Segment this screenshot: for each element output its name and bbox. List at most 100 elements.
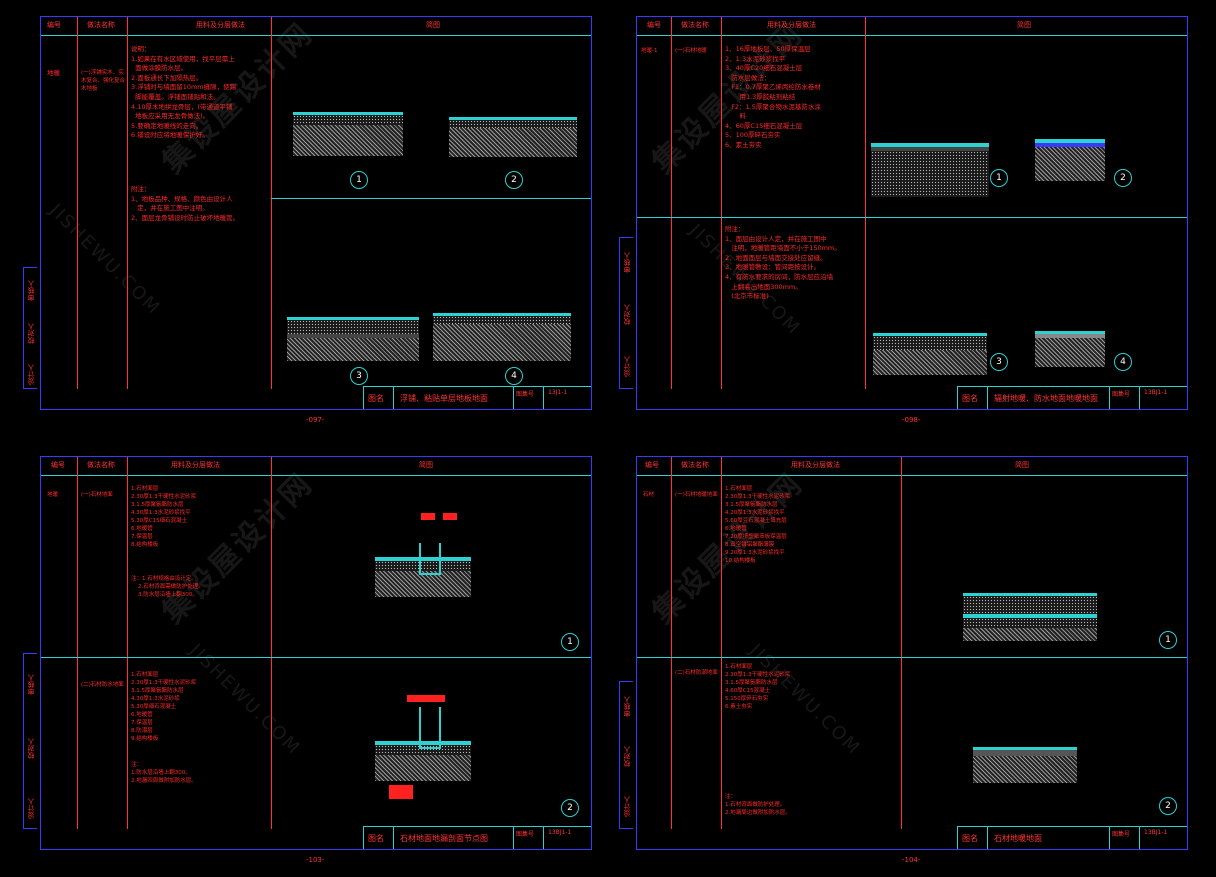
header-layers: 用料及分层做法 — [791, 461, 840, 469]
floor-section-diagram — [871, 143, 989, 197]
floor-section-diagram — [433, 313, 571, 361]
detail-marker-4: 4 — [1114, 353, 1132, 371]
title-label: 图名 — [363, 827, 393, 849]
floor-section-diagram — [1035, 331, 1105, 367]
side-label: 校对人 — [27, 323, 35, 344]
header-code: 编号 — [647, 21, 661, 29]
sheet-header: 编号 做法名称 用料及分层做法 简图 — [41, 17, 591, 36]
page-number: -098- — [902, 416, 921, 424]
atlas-number: 13J1-1 — [543, 387, 593, 409]
notes: 注：1.石材规格由设计定。 2.石材背面需做防护处理。 3.防水层沿墙上翻300… — [131, 576, 204, 598]
drain-cap-icon — [443, 513, 457, 520]
floor-section-diagram — [287, 317, 419, 361]
header-layers: 用料及分层做法 — [171, 461, 220, 469]
sheet-title: 石材地暖地面 — [987, 827, 1109, 849]
drain-icon — [419, 543, 441, 575]
atlas-label: 图集号 — [1109, 387, 1139, 409]
drain-cap-icon — [407, 695, 445, 702]
side-label: 设计人 — [27, 364, 35, 385]
title-block: 图名 石材地面地漏剖面节点图 图集号 13BJ1-1 — [363, 826, 591, 849]
sheet-header: 编号 做法名称 用料及分层做法 简图 — [41, 457, 591, 476]
side-label: 校对人 — [623, 304, 631, 325]
row-name: (一)石材地暖 — [675, 48, 707, 54]
side-label: 审核人 — [27, 674, 35, 695]
row-name: (一)石材地暖地面 — [675, 492, 718, 498]
header-name: 做法名称 — [87, 461, 115, 469]
drawing-sheet-104: 编号 做法名称 用料及分层做法 简图 石材 (一)石材地暖地面 1.石材面层 2… — [619, 456, 1188, 850]
sheet-title: 辐射地暖、防水地面地暖地面 — [987, 387, 1109, 409]
sheet-header: 编号 做法名称 用料及分层做法 简图 — [637, 17, 1187, 36]
row-name: (二)石材防潮地面 — [675, 670, 718, 676]
row-name: (一)浮铺实木、实木复合、强化复合木地板 — [81, 70, 126, 92]
drain-icon — [419, 707, 441, 749]
header-name: 做法名称 — [87, 21, 115, 29]
page-number: -104- — [902, 856, 921, 864]
detail-marker-2: 2 — [505, 171, 523, 189]
floor-section-diagram — [973, 747, 1077, 783]
detail-marker-4: 4 — [505, 367, 523, 385]
layer-description: 说明： 1.如果在有水区域使用，找平层需上 面做涂膜防水层。 2.面板通长下加隔… — [131, 45, 237, 140]
layer-description: 1.石材面层 2.30厚1:3干硬性水泥砂浆 3.1.5厚聚氨酯防水层 4.30… — [131, 672, 197, 742]
side-label: 审核人 — [623, 252, 631, 273]
header-name: 做法名称 — [681, 21, 709, 29]
page-number: -103- — [306, 856, 325, 864]
side-label: 设计人 — [623, 796, 631, 817]
signature-column: 审核人 校对人 设计人 — [619, 681, 633, 829]
header-diagram: 简图 — [419, 461, 433, 469]
header-name: 做法名称 — [681, 461, 709, 469]
detail-marker-3: 3 — [990, 353, 1008, 371]
title-label: 图名 — [957, 387, 987, 409]
title-block: 图名 石材地暖地面 图集号 13BJ1-1 — [957, 826, 1187, 849]
detail-marker-1: 1 — [561, 633, 579, 651]
floor-drain-diagram — [375, 557, 471, 597]
row-code: 石材 — [643, 492, 655, 498]
sheet-title: 石材地面地漏剖面节点图 — [393, 827, 513, 849]
detail-marker-3: 3 — [350, 367, 368, 385]
atlas-label: 图集号 — [513, 827, 543, 849]
layer-description: 1.石材面层 2.30厚1:3干硬性水泥砂浆 3.1.5厚聚氨酯防水层 4.60… — [725, 664, 791, 710]
side-label: 校对人 — [27, 738, 35, 759]
signature-column: 审核人 校对人 设计人 — [619, 237, 633, 389]
side-label: 设计人 — [623, 356, 631, 377]
detail-marker-1: 1 — [990, 169, 1008, 187]
title-label: 图名 — [957, 827, 987, 849]
header-layers: 用料及分层做法 — [767, 21, 816, 29]
layer-description: 1.石材面层 2.30厚1:3干硬性水泥砂浆 3.1.5厚聚氨酯防水层 4.20… — [725, 486, 791, 564]
sheet-title: 浮铺、粘贴单层地板地面 — [393, 387, 513, 409]
floor-section-diagram — [1035, 139, 1105, 181]
notes: 附注： 1、地板品种、规格、颜色由设计人 定，并在施工图中注明。 2、面层龙骨铺… — [131, 185, 240, 222]
atlas-label: 图集号 — [1109, 827, 1139, 849]
atlas-number: 13BJ1-1 — [1139, 827, 1189, 849]
row-code: 地暖 — [47, 69, 60, 77]
header-code: 编号 — [51, 461, 65, 469]
row-name: (二)石材防水地面 — [81, 682, 124, 688]
layer-description: 1.石材面层 2.30厚1:3干硬性水泥砂浆 3.1.5厚聚氨酯防水层 4.30… — [131, 486, 197, 548]
side-label: 审核人 — [27, 280, 35, 301]
header-code: 编号 — [645, 461, 659, 469]
floor-drain-diagram — [375, 741, 471, 781]
detail-marker-2: 2 — [561, 799, 579, 817]
drain-base-icon — [389, 785, 413, 799]
notes: 注： 1.石材背面做防护处理。 2.地漏周边做附加防水层。 — [725, 794, 791, 816]
title-block: 图名 辐射地暖、防水地面地暖地面 图集号 13BJ1-1 — [957, 386, 1187, 409]
detail-marker-2: 2 — [1114, 169, 1132, 187]
notes: 注： 1.防水层沿墙上翻300。 2.地漏四周做附加防水层。 — [131, 762, 197, 784]
detail-marker-2: 2 — [1159, 797, 1177, 815]
header-diagram: 简图 — [1015, 461, 1029, 469]
signature-column: 审核人 校对人 设计人 — [23, 653, 37, 829]
floor-section-diagram — [963, 593, 1097, 641]
header-diagram: 简图 — [426, 21, 440, 29]
floor-section-diagram — [293, 112, 403, 156]
sheet-header: 编号 做法名称 用料及分层做法 简图 — [637, 457, 1187, 476]
drawing-sheet-103: 编号 做法名称 用料及分层做法 简图 地暖 (一)石材地面 1.石材面层 2.3… — [23, 456, 592, 850]
row-code: 地暖 — [47, 492, 59, 498]
header-layers: 用料及分层做法 — [196, 21, 245, 29]
detail-marker-1: 1 — [1159, 631, 1177, 649]
drawing-sheet-097: 编号 做法名称 用料及分层做法 简图 地暖 (一)浮铺实木、实木复合、强化复合木… — [23, 16, 593, 410]
row-name: (一)石材地面 — [81, 492, 113, 498]
page-number: -097- — [306, 416, 325, 424]
layer-description: 1、16厚地板层、50厚保温层 2、1:3水泥砂浆找平 3、40厚C20细石混凝… — [725, 45, 821, 149]
drain-cap-icon — [421, 513, 435, 520]
side-label: 校对人 — [623, 746, 631, 767]
atlas-number: 13BJ1-1 — [543, 827, 593, 849]
